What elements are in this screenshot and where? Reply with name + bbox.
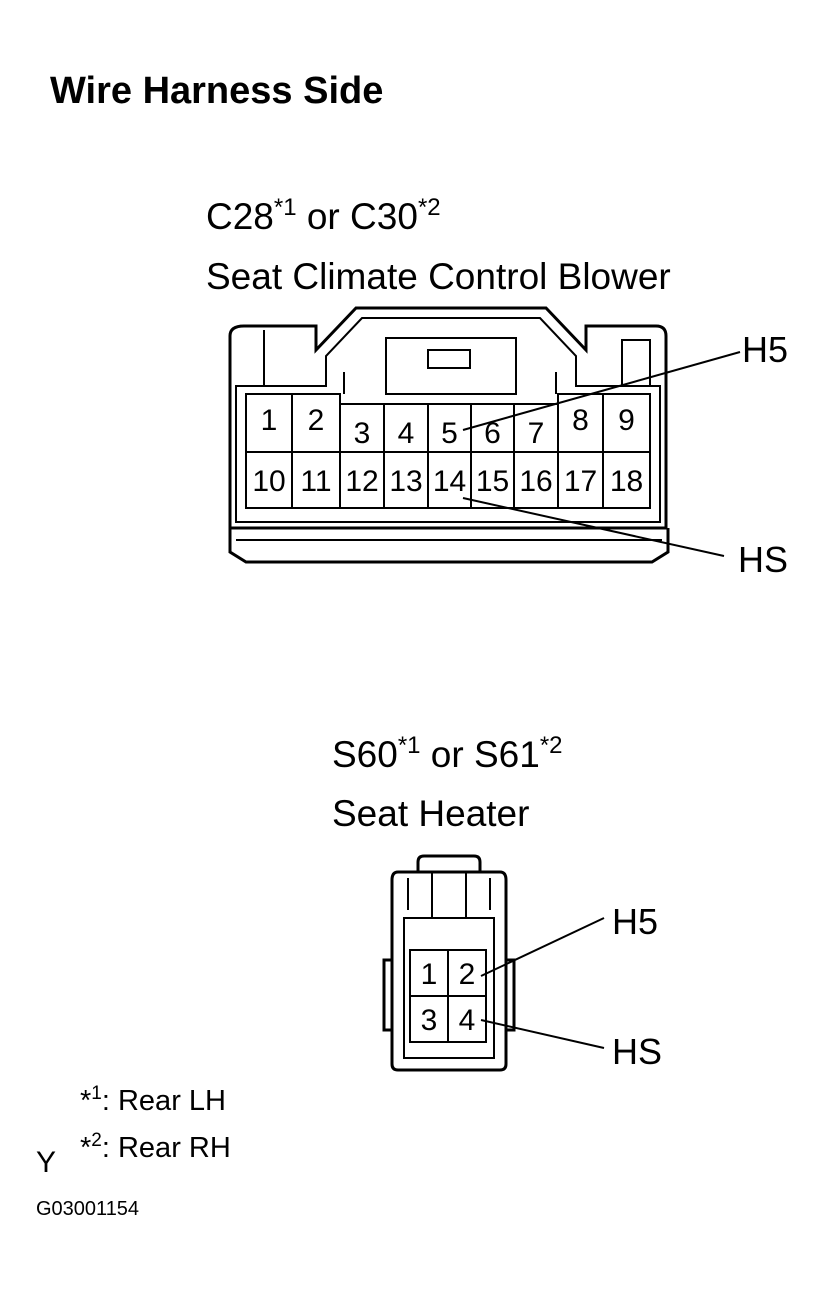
note-1-text: : Rear LH xyxy=(101,1085,226,1117)
top-pin-17-label: 17 xyxy=(564,465,597,498)
bottom-connector-joiner: or xyxy=(420,734,474,775)
top-pin-12-label: 12 xyxy=(345,465,378,498)
bottom-callout-upper-label: H5 xyxy=(612,901,658,942)
bottom-pin-2-label: 2 xyxy=(459,958,476,991)
top-pin-16-label: 16 xyxy=(519,465,552,498)
top-pin-3-label: 3 xyxy=(354,417,371,450)
bottom-callout-lower-line xyxy=(480,1019,605,1049)
top-connector-name: Seat Climate Control Blower xyxy=(206,256,671,297)
note-2-number: 2 xyxy=(91,1130,102,1151)
top-callout-lower-label: HS xyxy=(738,539,788,580)
top-connector-housing xyxy=(228,306,670,564)
bottom-pin-4-cell xyxy=(447,995,487,1043)
top-pin-11-label: 11 xyxy=(300,465,331,498)
note-rear-rh: *2: Rear RH xyxy=(80,1130,231,1165)
top-pin-6-label: 6 xyxy=(484,417,501,450)
top-connector-id-line: C28*1 or C30*2 xyxy=(206,196,441,238)
top-pin-14-label: 14 xyxy=(433,465,466,498)
note-1-number: 1 xyxy=(91,1083,102,1104)
bottom-callout-lower-label: HS xyxy=(612,1031,662,1072)
top-pin-4-label: 4 xyxy=(398,417,415,450)
figure-code: G03001154 xyxy=(36,1198,140,1220)
note-2-text: : Rear RH xyxy=(101,1132,231,1164)
page-title: Wire Harness Side xyxy=(50,70,384,112)
note-1-star: * xyxy=(80,1085,92,1117)
bottom-pin-1-label: 1 xyxy=(421,958,438,991)
top-pin-18-cell xyxy=(602,451,651,509)
bottom-connector-mark-b: *2 xyxy=(539,732,563,759)
corner-letter: Y xyxy=(36,1146,57,1179)
bottom-connector-name: Seat Heater xyxy=(332,793,530,834)
bottom-pin-3-label: 3 xyxy=(421,1004,438,1037)
top-connector-mark-b: *2 xyxy=(417,194,441,221)
top-pin-13-label: 13 xyxy=(389,465,422,498)
top-pin-10-label: 10 xyxy=(252,465,285,498)
bottom-connector-housing xyxy=(382,854,516,1072)
top-pin-7-label: 7 xyxy=(528,417,545,450)
top-pin-5-label: 5 xyxy=(441,417,458,450)
top-pin-9-label: 9 xyxy=(618,404,635,437)
bottom-connector-id-line: S60*1 or S61*2 xyxy=(332,734,563,776)
top-callout-upper-label: H5 xyxy=(742,329,788,370)
top-connector-joiner: or xyxy=(296,196,351,237)
top-pin-1-label: 1 xyxy=(261,404,278,437)
bottom-connector-id-a: S60 xyxy=(332,734,398,775)
bottom-connector-mark-a: *1 xyxy=(397,732,421,759)
bottom-connector-id-b: S61 xyxy=(474,734,540,775)
top-pin-15-label: 15 xyxy=(476,465,509,498)
bottom-pin-4-label: 4 xyxy=(459,1004,476,1037)
top-callout-upper-line xyxy=(462,351,741,431)
top-connector-id-a: C28 xyxy=(206,196,274,237)
top-connector-id-b: C30 xyxy=(350,196,418,237)
top-connector-mark-a: *1 xyxy=(273,194,297,221)
note-2-star: * xyxy=(80,1132,92,1164)
top-connector-pin-grid: 1 10 2 11 3 12 4 13 5 14 6 15 7 16 8 17 9 18 xyxy=(245,393,651,509)
bottom-callout-upper-line xyxy=(480,917,605,977)
top-pin-18-label: 18 xyxy=(610,465,643,498)
top-callout-lower-line xyxy=(462,497,725,557)
note-rear-lh: *1: Rear LH xyxy=(80,1083,226,1118)
top-pin-8-label: 8 xyxy=(572,404,589,437)
top-pin-2-label: 2 xyxy=(308,404,325,437)
